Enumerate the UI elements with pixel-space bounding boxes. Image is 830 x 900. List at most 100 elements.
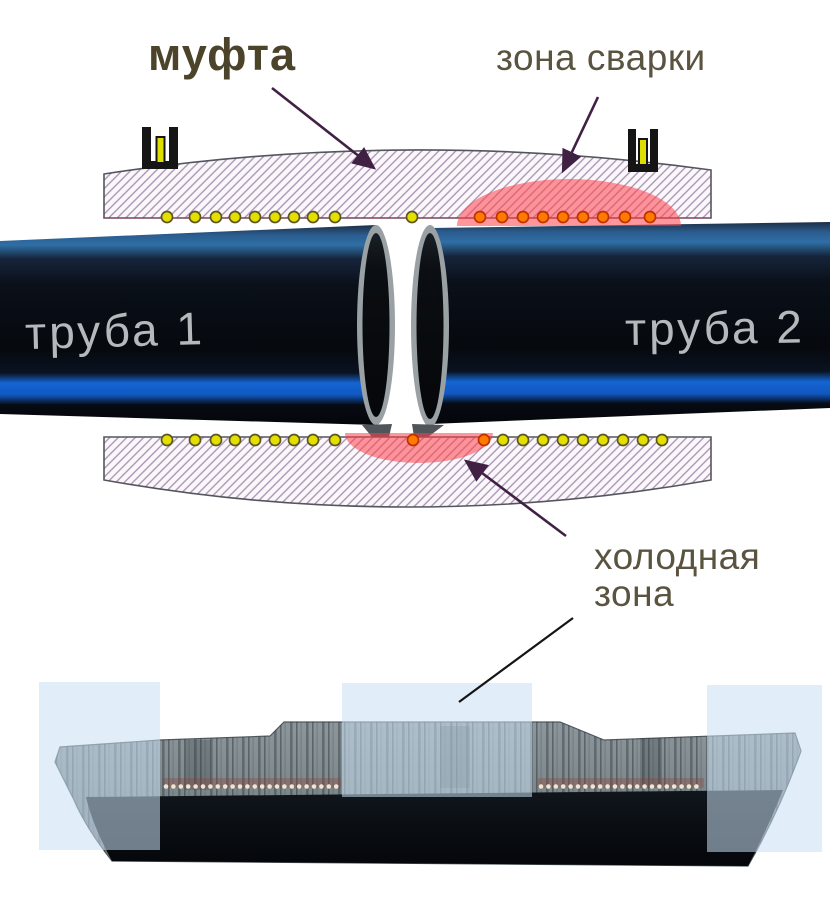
heating-coil-dot — [406, 433, 420, 447]
heating-coil-dot — [405, 210, 419, 224]
heating-coil-dot — [306, 210, 320, 224]
heating-coil-dot — [536, 210, 550, 224]
cold-zone-label-line2: зона — [594, 573, 674, 614]
terminal-clamp-left — [142, 127, 178, 169]
heating-coil-dot — [596, 210, 610, 224]
weld-wire-dot — [171, 784, 176, 789]
cold-zone-highlight — [39, 682, 160, 850]
weld-glow-band — [538, 778, 704, 788]
coupling-arrow — [271, 86, 377, 170]
heating-coil-dot — [496, 433, 510, 447]
heating-coil-dot — [209, 433, 223, 447]
heating-coil-dot — [596, 433, 610, 447]
weld-wire-dot — [583, 784, 588, 789]
weld-wire-dot — [620, 784, 625, 789]
heating-coil-dot — [655, 433, 669, 447]
weld-wire-dot — [259, 784, 265, 789]
clamp-bar — [169, 127, 178, 169]
weld-wire-dot — [590, 784, 596, 789]
heating-coil-dot — [556, 210, 570, 224]
heating-coil-dot — [287, 210, 301, 224]
terminal-pin — [638, 138, 648, 166]
weld-wire-dot — [679, 784, 684, 789]
weld-wire-dot — [163, 784, 169, 789]
heating-coil-dot — [268, 210, 282, 224]
pipe2-label: труба 2 — [625, 301, 806, 356]
weld-wire-dot — [553, 784, 559, 789]
weld-wire-dot — [694, 784, 699, 789]
heating-coil-dot — [328, 210, 342, 224]
weld-wire-dot — [597, 784, 603, 789]
weld-wire-dots — [163, 784, 699, 789]
weld-wire-dot — [237, 784, 243, 789]
heating-coil-dots-bottom — [160, 433, 669, 447]
texture-patch — [640, 738, 662, 788]
heating-coil-dot — [188, 210, 202, 224]
weld-wire-dot — [538, 784, 544, 789]
terminal-pin — [155, 136, 166, 164]
weld-wire-dot — [568, 784, 573, 789]
weld-wire-dot — [193, 784, 198, 789]
heating-coil-dot — [536, 433, 550, 447]
weld-wire-dot — [671, 784, 677, 789]
weld-wire-dot — [200, 784, 206, 789]
texture-patch — [185, 740, 211, 790]
weld-wire-dot — [289, 784, 295, 789]
weld-wire-dot — [267, 784, 272, 789]
weld-wire-dot — [560, 784, 566, 789]
weld-wire-dot — [185, 784, 191, 789]
weld-wire-dot — [245, 784, 250, 789]
pipe1-end-bore — [362, 233, 390, 417]
weld-wire-dot — [215, 784, 221, 789]
weld-wire-dot — [208, 784, 213, 789]
pipe2-body — [430, 222, 830, 424]
heating-coil-dot — [576, 433, 590, 447]
pipes: труба 1 труба 2 — [0, 222, 830, 437]
weld-wire-dot — [230, 784, 235, 789]
heating-coil-dot — [618, 210, 632, 224]
coupling-bottom-half — [103, 433, 712, 508]
cold-zone-highlight — [707, 685, 822, 852]
cold-zone-label-line1: холодная — [594, 536, 760, 577]
heating-coil-dot — [516, 210, 530, 224]
weld-wire-dot — [326, 784, 332, 789]
weld-glow-band — [163, 778, 341, 788]
weld-wire-dot — [612, 784, 618, 789]
heating-coil-dot — [495, 210, 509, 224]
weld-wire-dot — [282, 784, 287, 789]
heating-coil-dot — [516, 433, 530, 447]
pipe-cross-section-dark-band — [86, 790, 783, 866]
cold-zone-highlight-overlays — [39, 682, 822, 852]
weld-wire-dot — [274, 784, 280, 789]
clamp-bar — [650, 129, 658, 172]
welding-zone-arrow — [561, 96, 600, 174]
pipe1-body — [0, 225, 376, 425]
coupling-bottom-body — [103, 436, 712, 508]
photo-leader-line — [458, 617, 574, 703]
weld-wire-dot — [311, 784, 317, 789]
heating-coil-dot — [160, 433, 174, 447]
pipe1-label: труба 1 — [24, 302, 205, 359]
annotations: муфта зона сварки холодная зона — [148, 29, 760, 703]
clamp-base — [142, 161, 178, 169]
heating-coil-dot — [473, 210, 487, 224]
pipe2-end-bore — [416, 233, 444, 419]
heating-coil-dot — [477, 433, 491, 447]
heating-coil-dot — [556, 433, 570, 447]
coupling-top-half — [103, 127, 712, 226]
heating-coil-dot — [268, 433, 282, 447]
heating-coil-dot — [328, 433, 342, 447]
cold-zone-highlight — [342, 683, 532, 797]
heating-coil-dot — [228, 210, 242, 224]
weld-wire-dot — [296, 784, 302, 789]
weld-wire-dot — [252, 784, 258, 789]
heating-coil-dot — [643, 210, 657, 224]
weld-cross-section-photo — [39, 682, 822, 867]
weld-wire-dot — [575, 784, 581, 789]
heating-coil-dot — [576, 210, 590, 224]
heating-coil-dot — [160, 210, 174, 224]
weld-wire-dot — [686, 784, 692, 789]
heating-coil-dot — [228, 433, 242, 447]
cold-zone-red-bottom — [345, 433, 493, 463]
